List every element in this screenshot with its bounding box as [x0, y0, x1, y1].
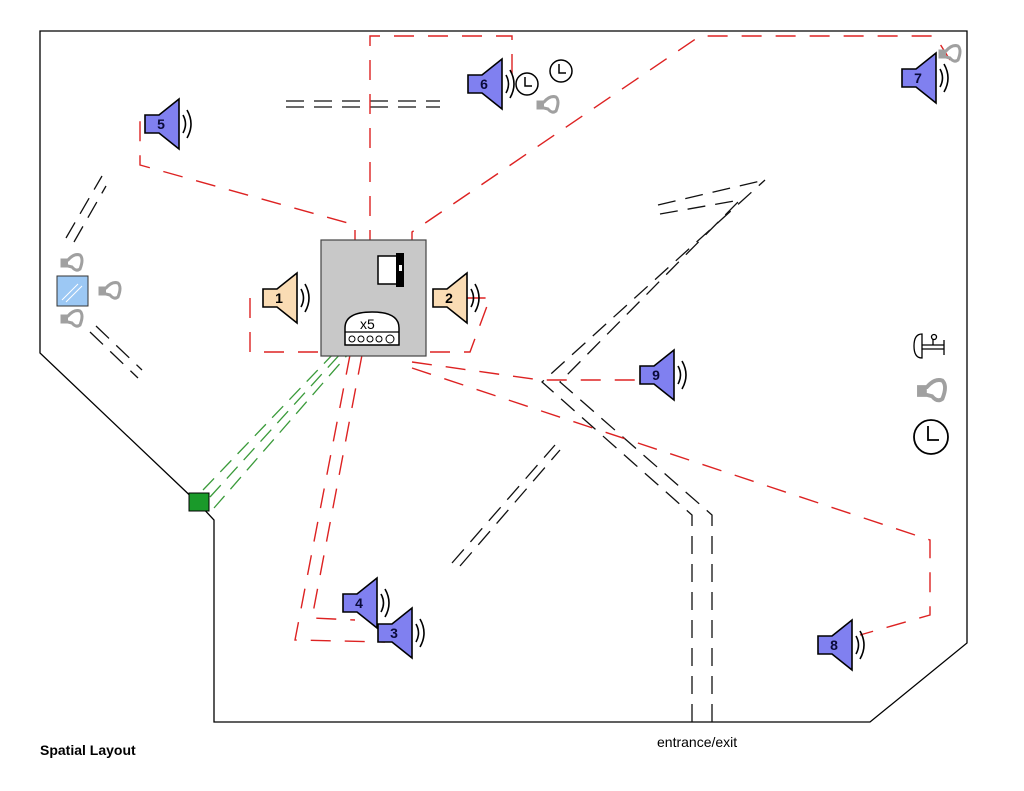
entrance-label: entrance/exit: [657, 734, 738, 750]
door-icon: [377, 253, 404, 287]
speaker-3: 3: [377, 606, 425, 660]
room-outline: [39, 30, 968, 723]
speaker-6: 6: [467, 57, 515, 111]
speaker-label: 5: [157, 116, 165, 132]
speaker-label: 3: [390, 625, 398, 641]
speaker-9: 9: [639, 348, 687, 402]
speaker-label: 2: [445, 290, 453, 306]
diagram-caption: Spatial Layout: [40, 742, 136, 758]
speaker-label: 7: [914, 70, 922, 86]
sensor-icon: [60, 253, 84, 272]
speaker-5: 5: [144, 97, 192, 151]
speaker-label: 6: [480, 76, 488, 92]
visitor-paths: [65, 100, 766, 722]
speaker-1: 1: [262, 271, 310, 325]
clock-icon: [913, 419, 949, 455]
speaker-4: 4: [342, 576, 390, 630]
amplifier-icon: x5: [344, 311, 400, 346]
clock-icon: [515, 72, 539, 96]
speaker-label: 1: [275, 290, 283, 306]
clock-icon: [549, 59, 573, 83]
speaker-label: 8: [830, 637, 838, 653]
speaker-2: 2: [432, 271, 480, 325]
sensor-icon: [536, 95, 560, 114]
projector-icon: [913, 333, 945, 359]
sensor-icon: [98, 281, 122, 300]
sensor-icon: [938, 44, 962, 63]
speaker-8: 8: [817, 618, 865, 672]
amplifier-count: x5: [360, 316, 375, 332]
window-icon: [56, 275, 89, 307]
speaker-cables: [139, 35, 951, 643]
speaker-label: 9: [652, 367, 660, 383]
sensor-icon: [917, 378, 947, 403]
green-cable: [202, 351, 351, 509]
sensor-icon: [60, 309, 84, 328]
equipment-rack: x5: [320, 239, 427, 357]
speaker-label: 4: [355, 595, 363, 611]
network-node: [188, 492, 210, 512]
speaker-7: 7: [901, 51, 949, 105]
